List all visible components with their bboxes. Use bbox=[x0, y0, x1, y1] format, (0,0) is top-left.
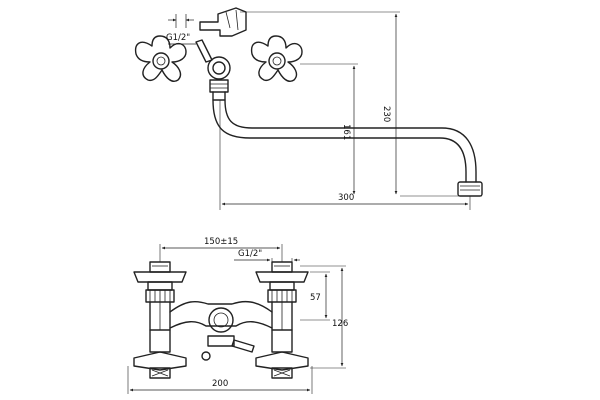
height-total-label: 230 bbox=[381, 106, 391, 122]
width-label: 200 bbox=[212, 379, 228, 389]
thread-bottom-label: G1/2" bbox=[238, 249, 262, 259]
dim-height-small: 57 bbox=[300, 271, 330, 321]
bottom-left-handle bbox=[133, 329, 187, 379]
centers-label: 150±15 bbox=[204, 237, 238, 247]
dim-height-spout: 161 bbox=[300, 63, 358, 195]
height-small-label: 57 bbox=[310, 293, 321, 303]
height-body-label: 126 bbox=[332, 319, 348, 329]
left-cross-handle bbox=[134, 35, 187, 82]
left-top-handle bbox=[133, 261, 187, 331]
dim-height-total: 230 bbox=[240, 11, 482, 197]
height-spout-label: 161 bbox=[341, 124, 351, 140]
spout bbox=[212, 99, 483, 197]
dim-height-body: 126 bbox=[300, 265, 348, 369]
dim-thread-top: G1/2" bbox=[166, 14, 196, 45]
bottom-right-handle bbox=[255, 329, 309, 379]
dim-centers: 150±15 bbox=[159, 237, 283, 262]
right-cross-handle bbox=[250, 35, 303, 82]
dim-reach: 300 bbox=[219, 100, 471, 210]
right-top-handle bbox=[255, 261, 309, 331]
side-view: G1/2" 230 161 300 bbox=[134, 7, 483, 210]
dim-width: 200 bbox=[127, 366, 313, 394]
dim-thread-bottom: G1/2" bbox=[234, 249, 300, 266]
center-body bbox=[195, 39, 231, 101]
top-connector bbox=[199, 7, 247, 37]
reach-label: 300 bbox=[338, 193, 354, 203]
thread-top-label: G1/2" bbox=[166, 33, 190, 43]
front-view: 150±15 G1/2" 57 126 2 bbox=[127, 237, 348, 394]
front-body bbox=[169, 300, 273, 361]
